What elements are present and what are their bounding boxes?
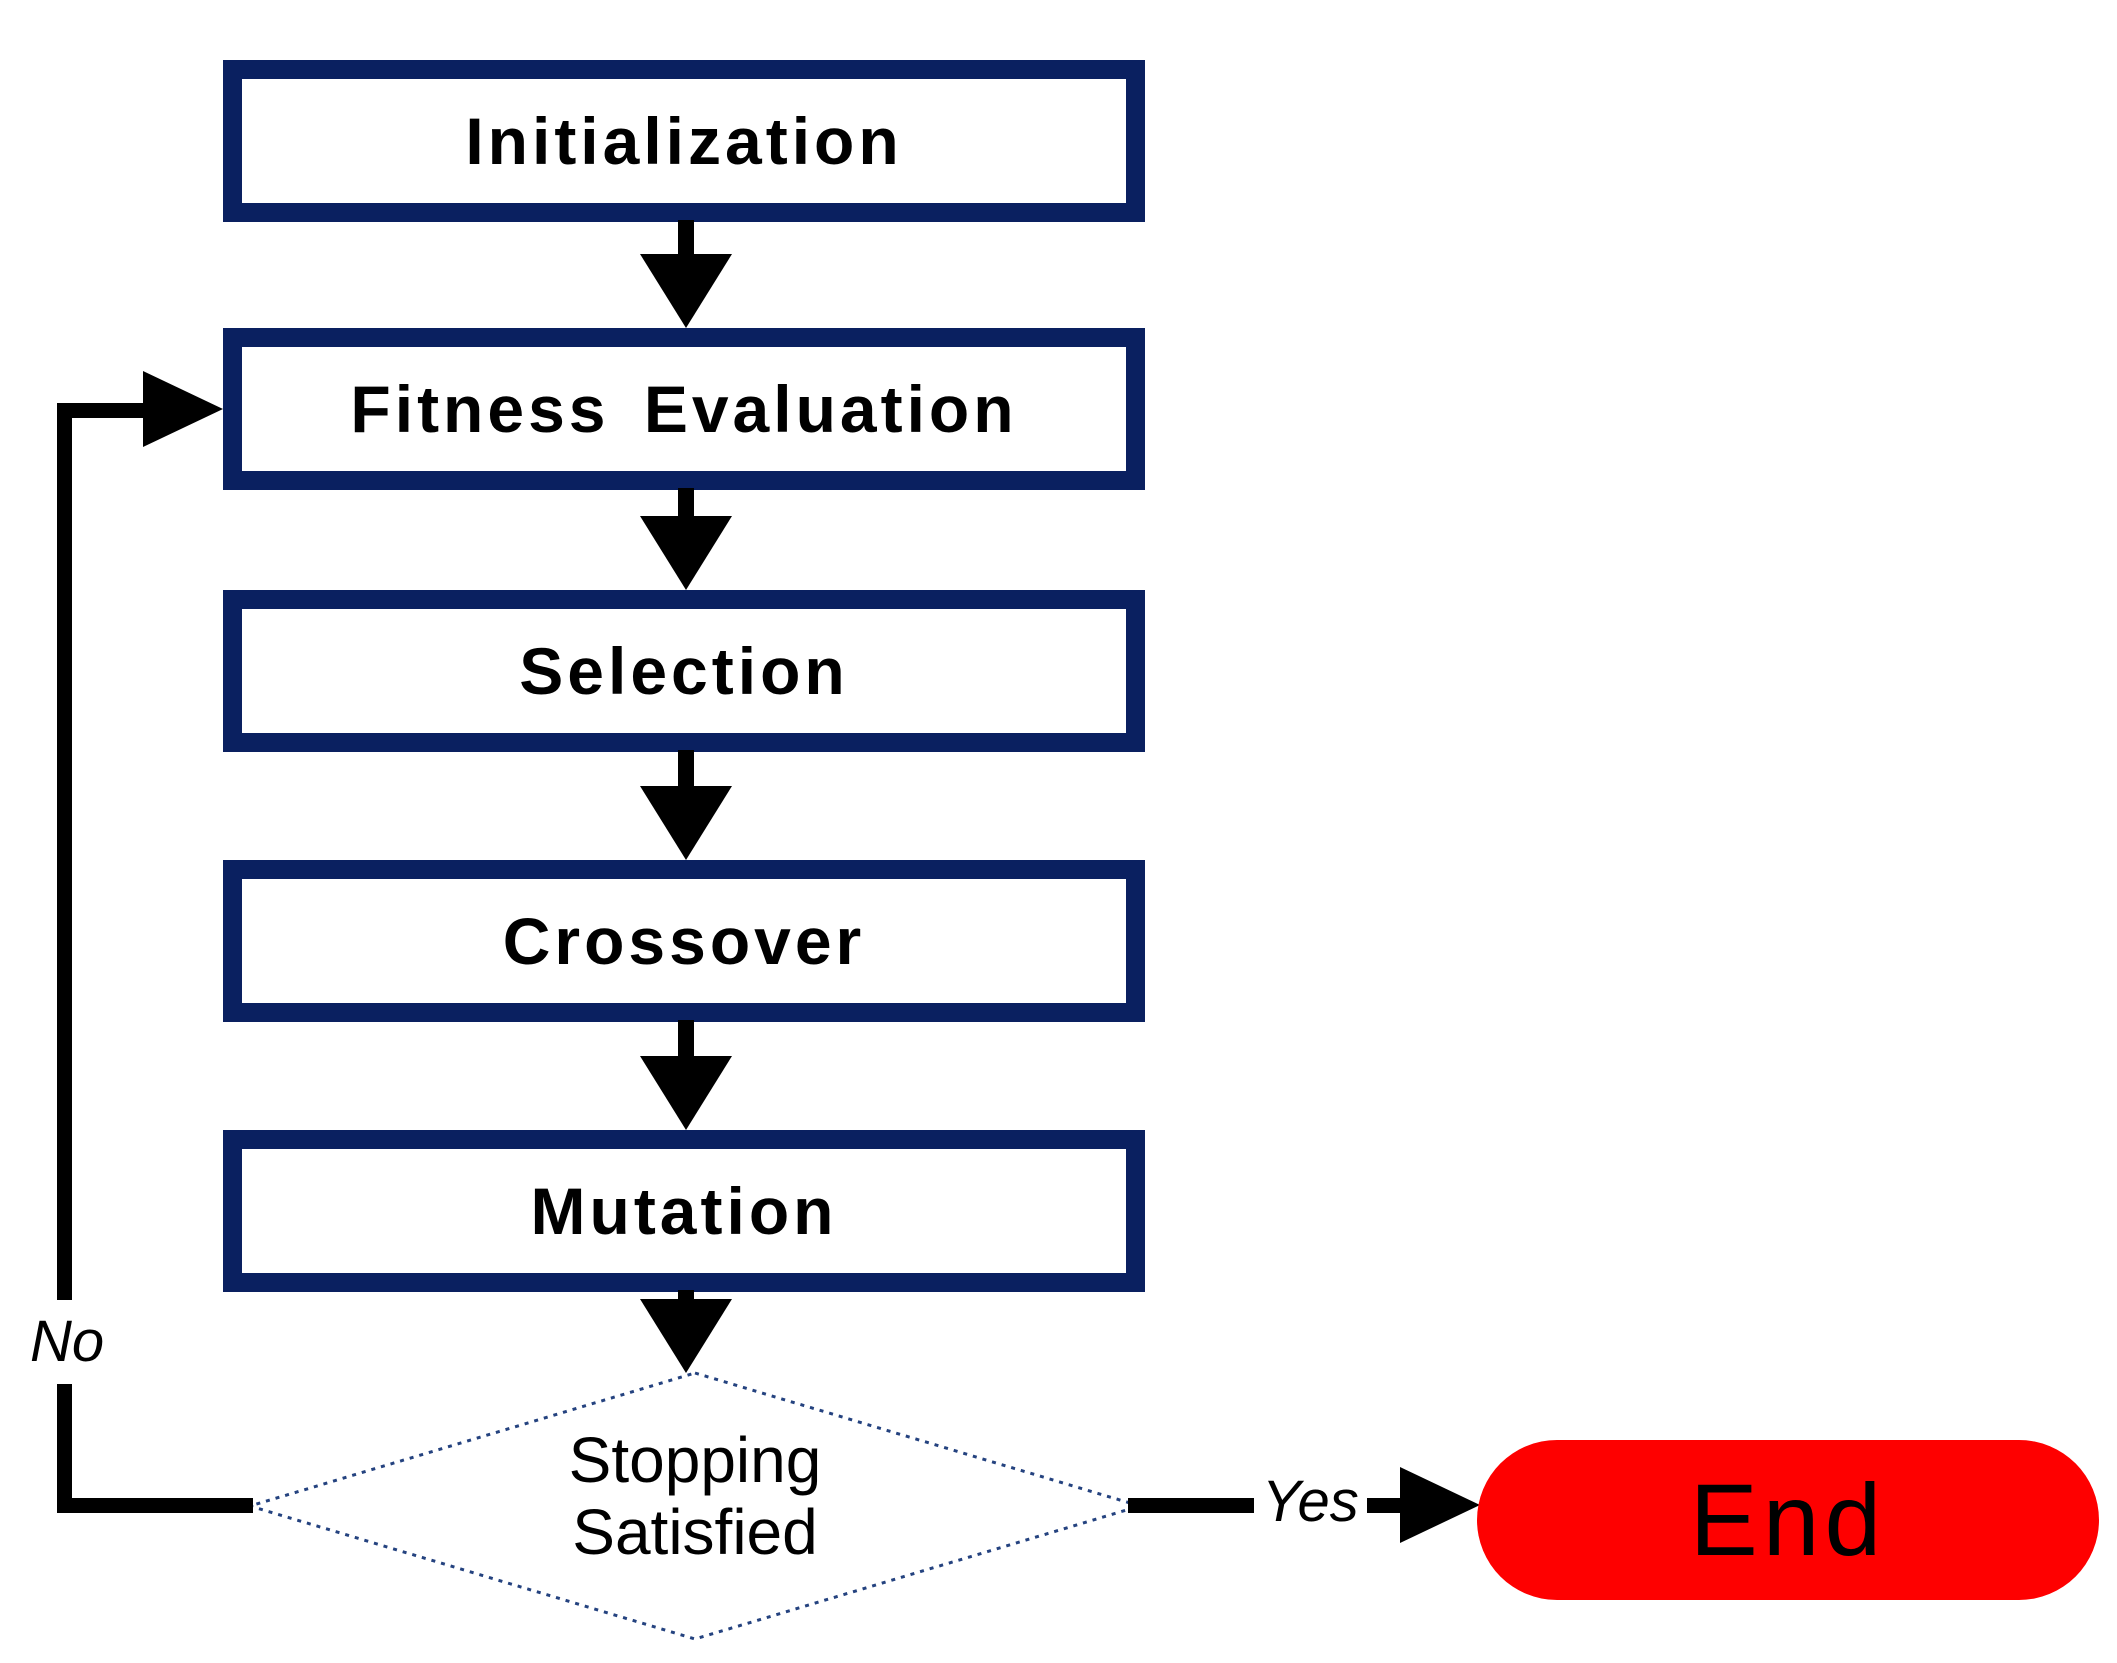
end-terminal: End — [1477, 1440, 2099, 1600]
process-label-fitness-evaluation: Fitness Evaluation — [350, 372, 1018, 446]
arrow-selection-to-crossover-shaft — [678, 750, 694, 792]
end-terminal-label: End — [1689, 1462, 1887, 1577]
no-loop-bottom-segment — [57, 1498, 253, 1513]
process-box-mutation: Mutation — [223, 1130, 1145, 1292]
decision-label: Stopping Satisfied — [395, 1424, 995, 1568]
arrow-crossover-to-mutation-head — [640, 1056, 732, 1130]
arrow-selection-to-crossover-head — [640, 786, 732, 860]
process-box-selection: Selection — [223, 590, 1145, 752]
arrow-initialization-to-fitness-shaft — [678, 220, 694, 262]
process-label-crossover: Crossover — [502, 904, 866, 978]
decision-diamond — [248, 1371, 1142, 1641]
arrow-mutation-to-decision-head — [640, 1299, 732, 1373]
branch-label-yes: Yes — [1254, 1460, 1367, 1544]
no-loop-vertical-segment — [57, 403, 72, 1513]
process-box-crossover: Crossover — [223, 860, 1145, 1022]
yes-branch-arrowhead — [1400, 1467, 1480, 1543]
arrow-initialization-to-fitness-head — [640, 254, 732, 328]
arrow-crossover-to-mutation-shaft — [678, 1020, 694, 1062]
process-label-mutation: Mutation — [530, 1174, 838, 1248]
arrow-fitness-to-selection-shaft — [678, 488, 694, 522]
process-box-fitness-evaluation: Fitness Evaluation — [223, 328, 1145, 490]
decision-diamond-outline — [248, 1371, 1142, 1641]
branch-label-no: No — [22, 1300, 113, 1384]
arrow-fitness-to-selection-head — [640, 516, 732, 590]
no-loop-top-segment — [57, 403, 157, 418]
process-label-initialization: Initialization — [465, 104, 903, 178]
decision-label-line1: Stopping — [568, 1424, 822, 1496]
process-label-selection: Selection — [519, 634, 849, 708]
no-loop-arrowhead — [143, 371, 223, 447]
process-box-initialization: Initialization — [223, 60, 1145, 222]
decision-label-line2: Satisfied — [572, 1496, 818, 1568]
